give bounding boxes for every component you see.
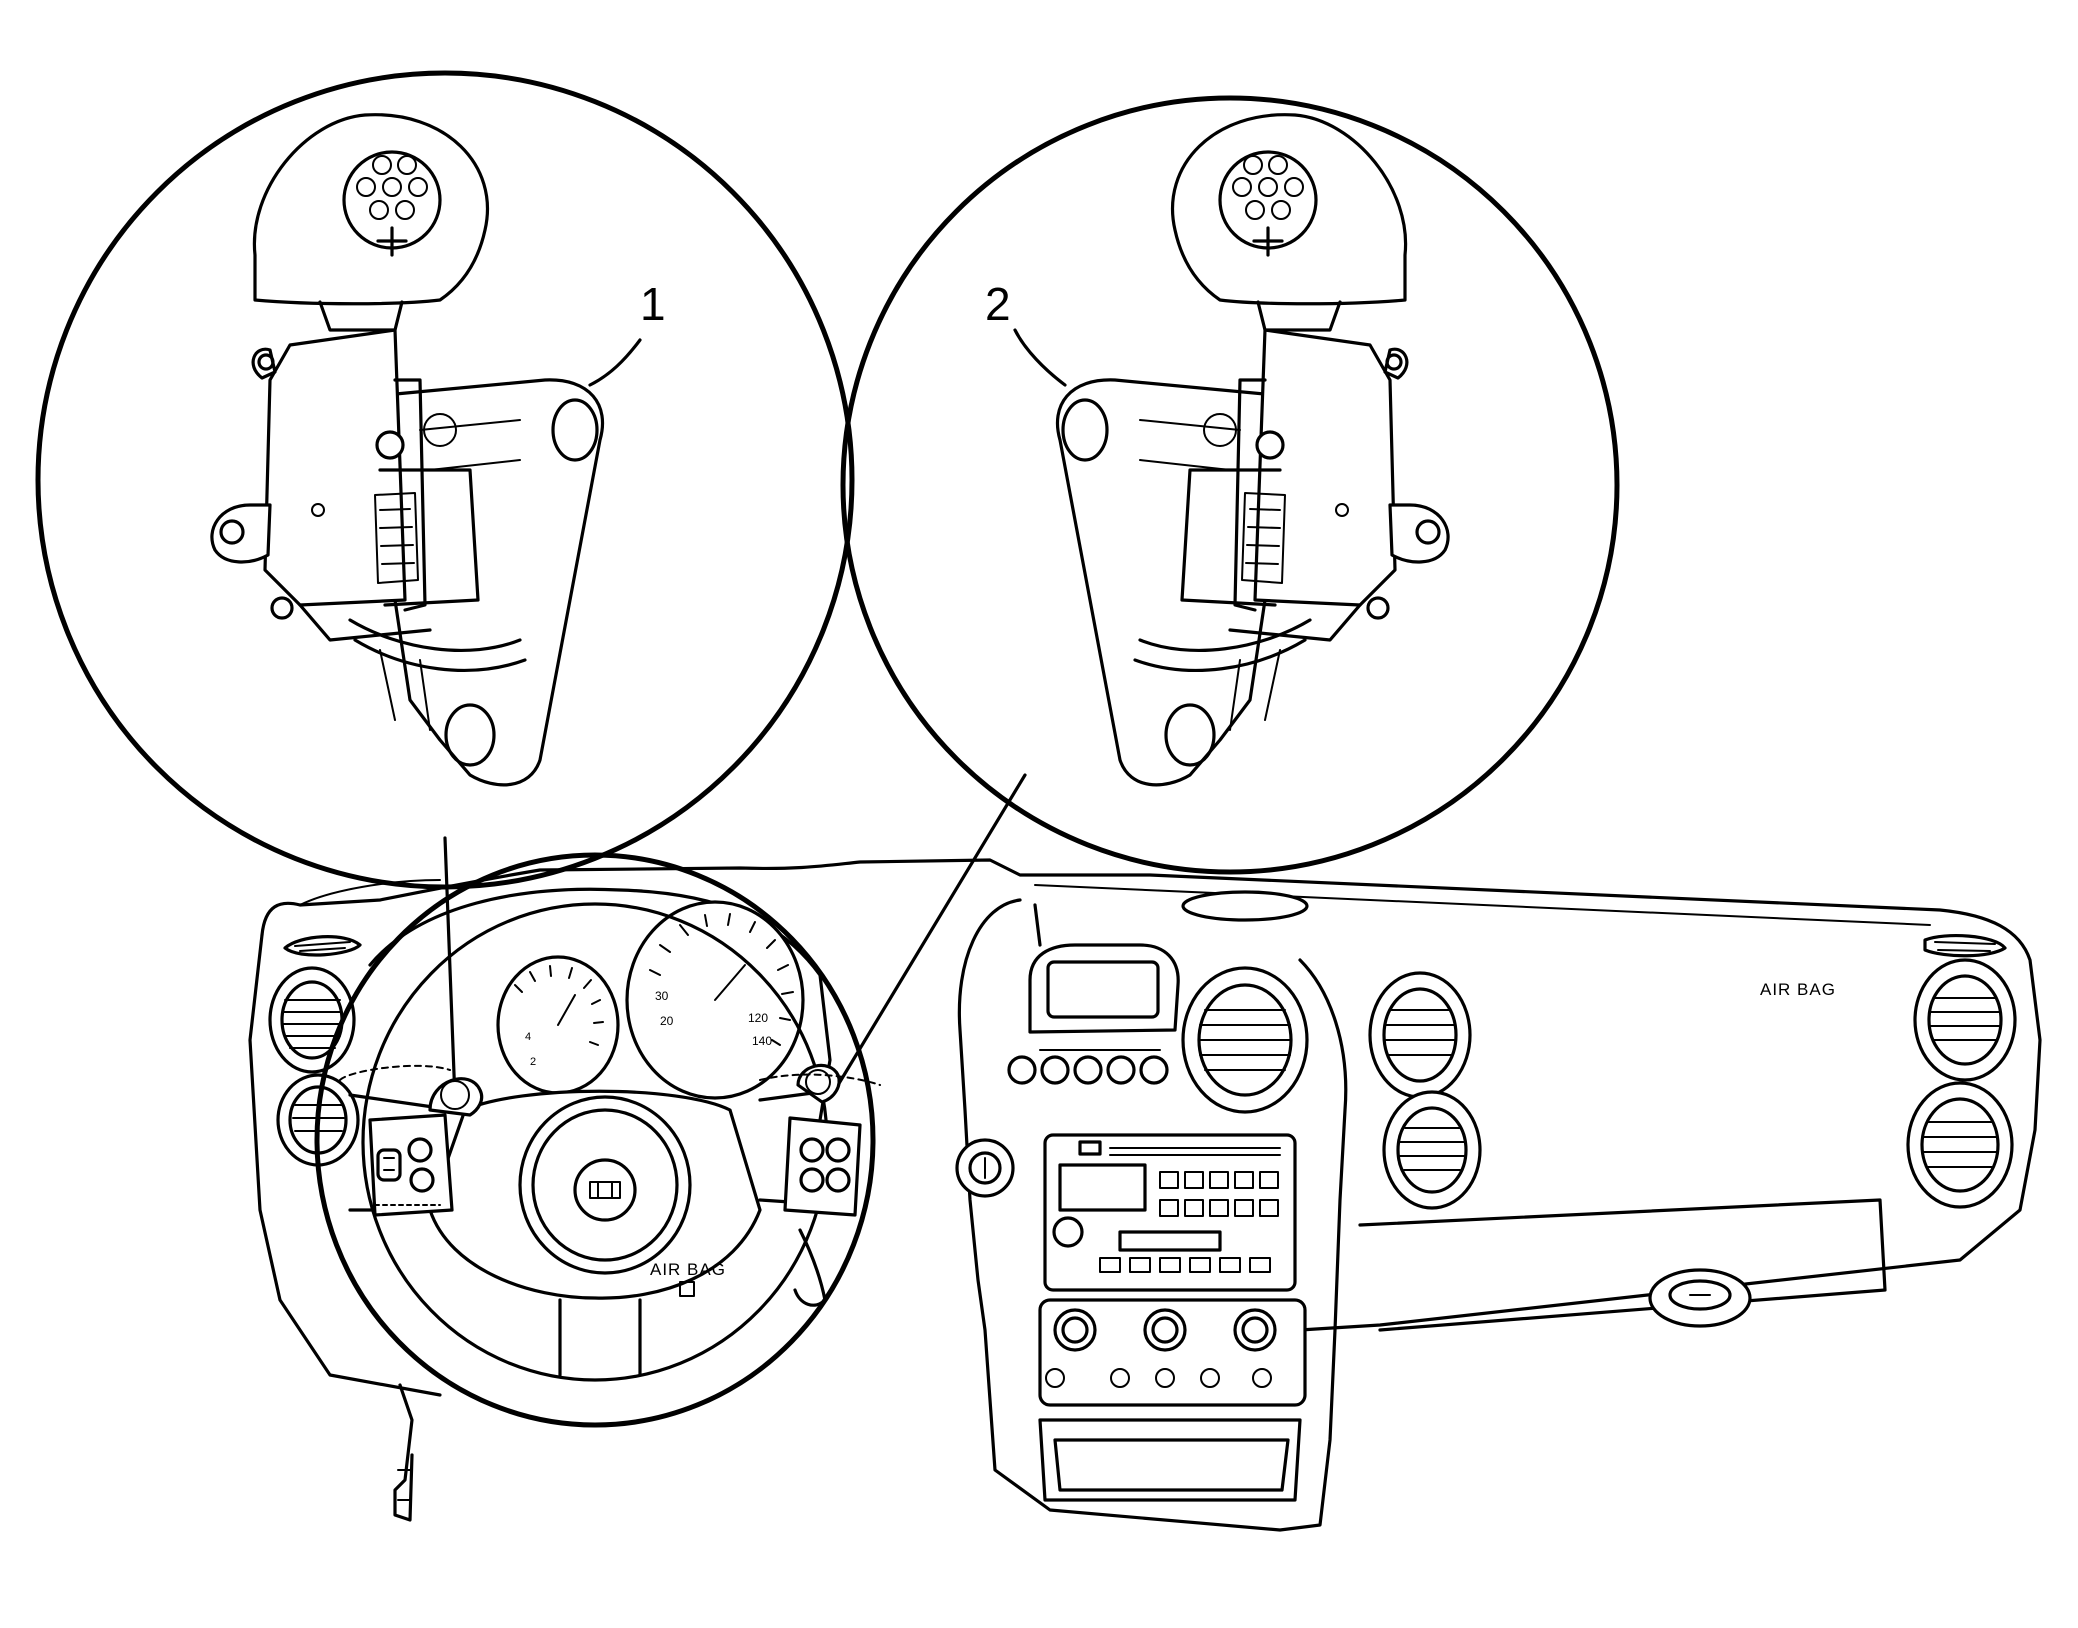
left-paddle-switch bbox=[210, 113, 605, 787]
right-detail-leader bbox=[833, 773, 1027, 1092]
center-stack bbox=[955, 898, 1348, 1532]
steering-wheel-emblem bbox=[573, 1158, 637, 1222]
storage-bin bbox=[1038, 1418, 1302, 1502]
callout-2-leader bbox=[1013, 328, 1067, 387]
steering-wheel: AIR BAG bbox=[314, 852, 881, 1428]
callout-1-label: 1 bbox=[640, 278, 666, 330]
steering-airbag-label: AIR BAG bbox=[650, 1260, 726, 1279]
left-detail-view: 1 bbox=[35, 70, 855, 890]
svg-text:2: 2 bbox=[530, 1056, 536, 1068]
glove-box-latch bbox=[1648, 1268, 1752, 1328]
svg-text:20: 20 bbox=[660, 1014, 674, 1028]
svg-text:120: 120 bbox=[748, 1011, 768, 1025]
passenger-airbag-label: AIR BAG bbox=[1760, 980, 1836, 999]
callout-2-label: 2 bbox=[985, 278, 1011, 330]
right-paddle-switch bbox=[1055, 113, 1450, 787]
hvac-controls bbox=[1038, 1298, 1307, 1407]
center-display-pod bbox=[1028, 943, 1180, 1034]
radio-head-unit bbox=[1043, 1133, 1297, 1292]
callout-1-leader bbox=[588, 338, 642, 387]
right-detail-view: 2 bbox=[840, 95, 1620, 875]
svg-text:30: 30 bbox=[655, 989, 669, 1003]
glove-box bbox=[1358, 1198, 1887, 1332]
left-detail-leader bbox=[443, 836, 457, 1102]
instrument-panel: 4 2 30 20 120 140 AIR BAG bbox=[248, 852, 2042, 1532]
svg-text:140: 140 bbox=[752, 1034, 772, 1048]
svg-text:4: 4 bbox=[525, 1031, 531, 1043]
